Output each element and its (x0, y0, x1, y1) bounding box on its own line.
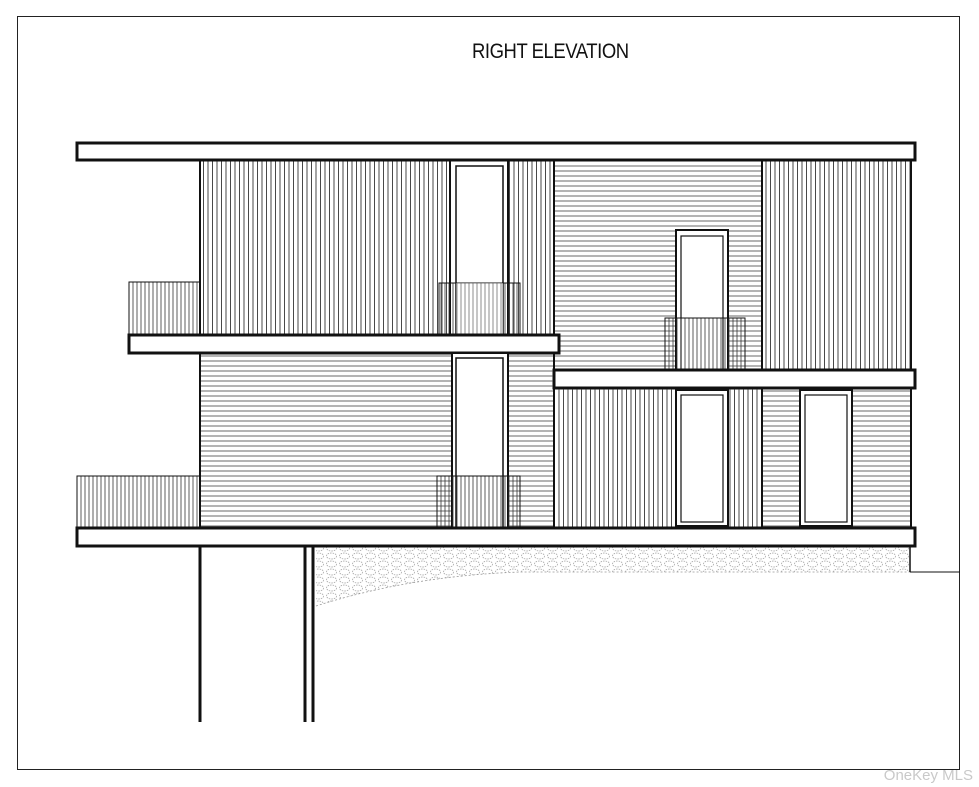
lower-left-siding (199, 352, 453, 529)
drawing-frame (17, 16, 960, 770)
mid-slab-left (127, 333, 561, 355)
watermark: OneKey MLS (883, 767, 973, 784)
upper-balcony-railing (128, 281, 201, 336)
lower-right-siding (553, 387, 763, 529)
stone-foundation (316, 546, 910, 606)
floor-slab (75, 526, 917, 548)
lower-balcony-railing (76, 475, 201, 529)
upper-far-right-siding (761, 159, 912, 371)
right-juliet-railing (664, 317, 746, 371)
upper-left-siding (199, 159, 451, 336)
mid-slab-right (552, 368, 917, 390)
elevation-title: RIGHT ELEVATION (472, 40, 629, 63)
roof-slab (75, 141, 917, 162)
lower-juliet-railing (436, 475, 521, 529)
